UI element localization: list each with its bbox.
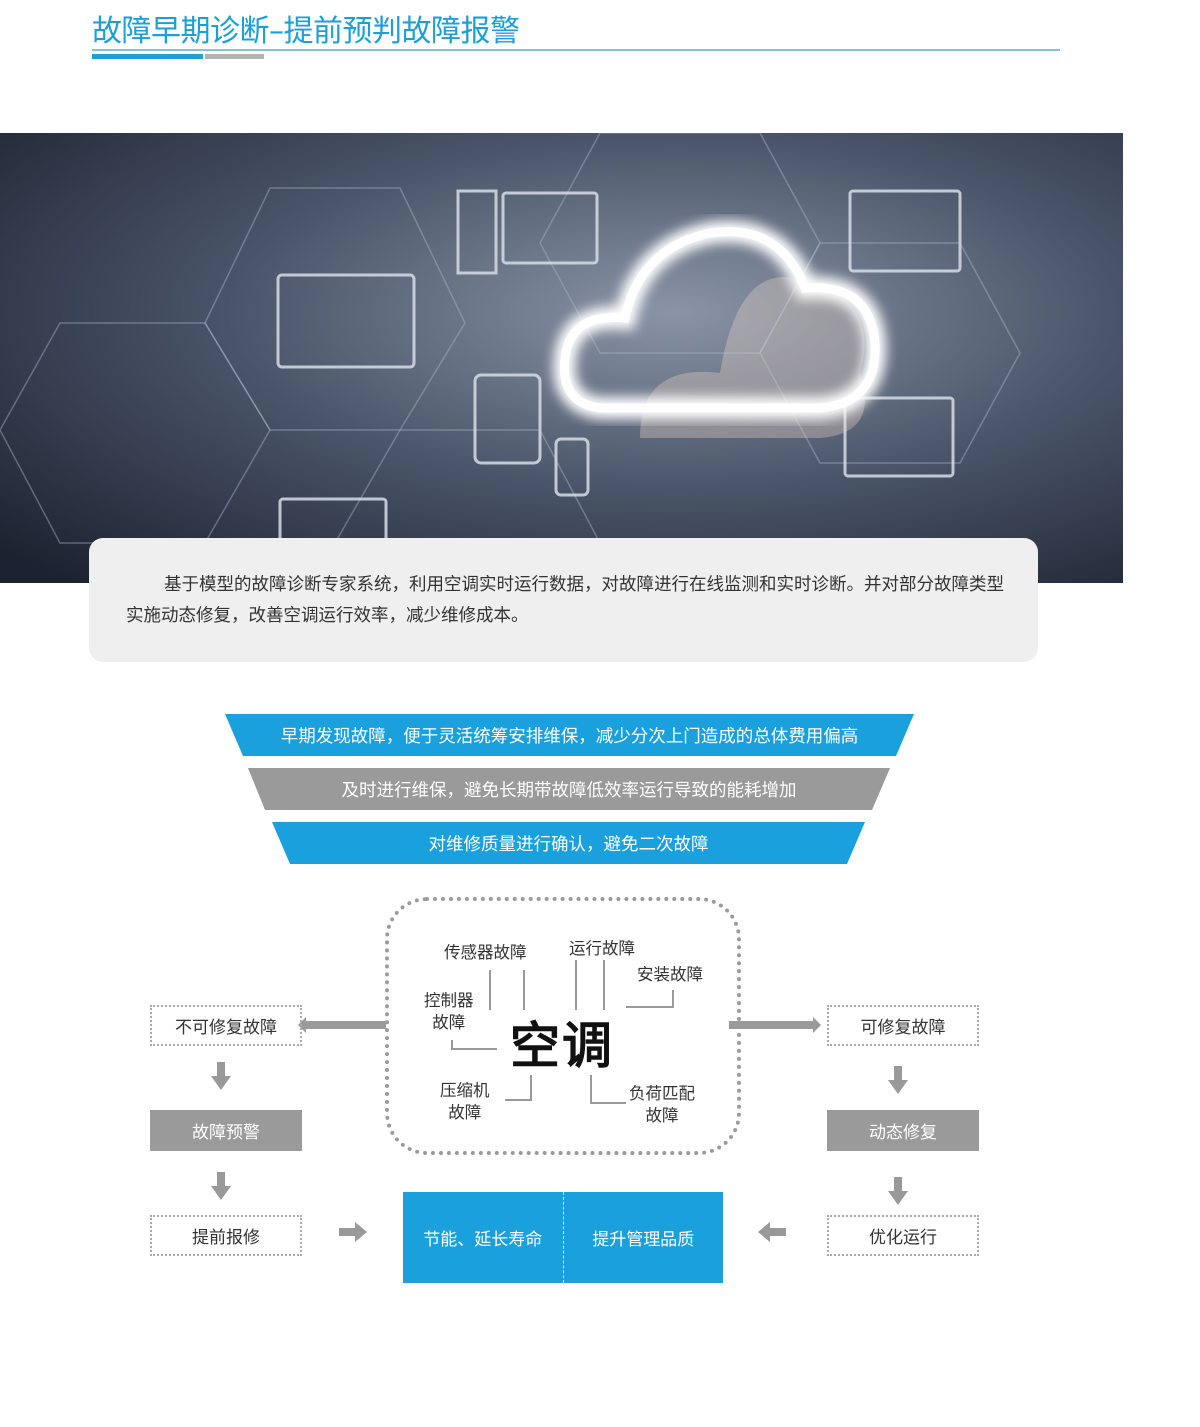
arrow-down-icon [888, 1177, 908, 1205]
repairable-fault-box: 可修复故障 [827, 1005, 979, 1046]
connector-line [590, 1075, 626, 1104]
benefit-band-3: 对维修质量进行确认，避免二次故障 [272, 822, 865, 864]
benefit-text: 及时进行维保，避免长期带故障低效率运行导致的能耗增加 [341, 780, 797, 801]
connector-line [451, 1040, 497, 1050]
goal-management-quality: 提升管理品质 [592, 1230, 695, 1250]
benefit-text: 早期发现故障，便于灵活统筹安排维保，减少分次上门造成的总体费用偏高 [280, 726, 859, 747]
cloud-computing-photo [0, 133, 1123, 583]
fault-types-container [385, 897, 741, 1155]
fault-compressor-line2: 故障 [448, 1103, 482, 1122]
connector-line [575, 960, 605, 1010]
fault-sensor: 传感器故障 [444, 943, 527, 962]
fault-compressor: 压缩机故障 [440, 1080, 490, 1124]
benefit-band-1: 早期发现故障，便于灵活统筹安排维保，减少分次上门造成的总体费用偏高 [225, 714, 914, 756]
connector-right-head [813, 1017, 821, 1033]
fault-operation: 运行故障 [569, 939, 635, 958]
arrow-right-icon [339, 1222, 367, 1242]
connector-right [729, 1021, 813, 1029]
dynamic-repair-box: 动态修复 [827, 1110, 979, 1151]
goals-box: 节能、延长寿命 提升管理品质 [403, 1192, 723, 1283]
unrepairable-fault-box: 不可修复故障 [150, 1005, 302, 1046]
fault-controller: 控制器故障 [424, 990, 474, 1034]
description-box: 基于模型的故障诊断专家系统，利用空调实时运行数据，对故障进行在线监测和实时诊断。… [89, 538, 1038, 662]
arrow-down-icon [888, 1066, 908, 1094]
title-gray-bar [205, 54, 264, 59]
connector-line [505, 1075, 532, 1101]
optimized-operation-box: 优化运行 [827, 1215, 979, 1256]
connector-line [489, 970, 525, 1010]
title-accent-bar [92, 54, 203, 59]
advance-repair-box: 提前报修 [150, 1215, 302, 1256]
arrow-left-icon [758, 1222, 786, 1242]
benefit-text: 对维修质量进行确认，避免二次故障 [428, 834, 709, 855]
connector-left [306, 1021, 386, 1029]
fault-load: 负荷匹配故障 [629, 1083, 695, 1127]
fault-controller-line1: 控制器 [424, 991, 474, 1010]
fault-warning-box: 故障预警 [150, 1110, 302, 1151]
page-title: 故障早期诊断–提前预判故障报警 [92, 14, 520, 49]
fault-load-line1: 负荷匹配 [629, 1084, 695, 1103]
title-underline [92, 49, 1060, 51]
core-label: 空调 [510, 1017, 614, 1075]
goal-energy-saving: 节能、延长寿命 [403, 1192, 564, 1283]
fault-controller-line2: 故障 [432, 1013, 466, 1032]
fault-compressor-line1: 压缩机 [440, 1081, 490, 1100]
benefit-band-2: 及时进行维保，避免长期带故障低效率运行导致的能耗增加 [248, 768, 890, 810]
fault-load-line2: 故障 [645, 1106, 679, 1125]
arrow-down-icon [211, 1062, 231, 1090]
arrow-down-icon [211, 1172, 231, 1200]
fault-install: 安装故障 [637, 965, 703, 984]
connector-line [626, 990, 674, 1008]
